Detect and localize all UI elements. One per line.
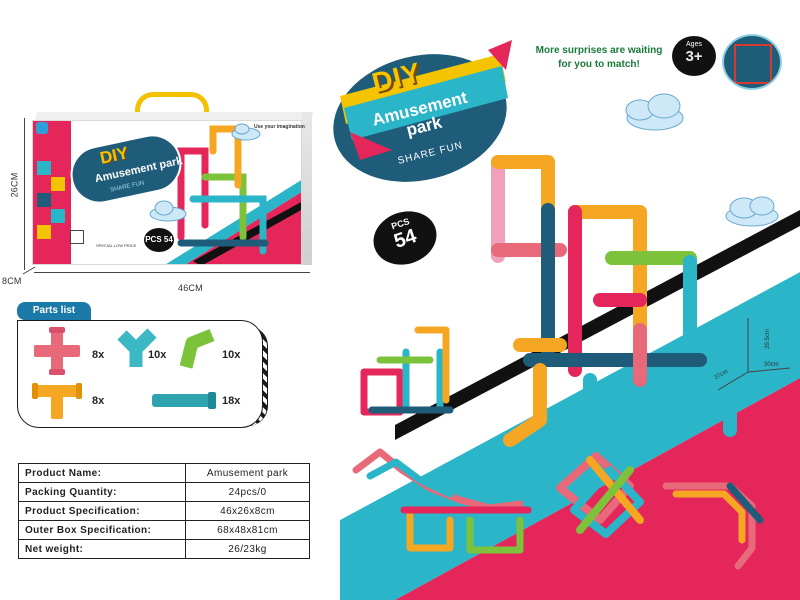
spec-label: Outer Box Specification:: [18, 520, 186, 540]
elbow-green-qty: 10x: [222, 349, 241, 361]
castle-icon: [734, 44, 772, 84]
spec-label: Packing Quantity:: [18, 482, 186, 502]
elbow-green-icon: [179, 328, 215, 369]
table-row: Product Name: Amusement park: [18, 463, 310, 483]
ages-badge: Ages 3+: [672, 36, 716, 76]
box-pcs-badge: PCS 54: [144, 228, 174, 252]
table-row: Outer Box Specification: 68x48x81cm: [18, 520, 310, 540]
straight-pipe-qty: 18x: [222, 395, 241, 407]
table-row: Packing Quantity: 24pcs/0: [18, 482, 310, 502]
box-height-label: 26CM: [9, 172, 20, 198]
cross-connector-qty: 8x: [92, 349, 105, 361]
ages-label: Ages: [686, 41, 702, 48]
tee-connector-icon: [32, 383, 82, 419]
spec-label: Net weight:: [18, 539, 186, 559]
box-parts-icon: [70, 230, 84, 244]
table-row: Product Specification: 46x26x8cm: [18, 501, 310, 521]
elbow-blue-icon: [117, 328, 157, 367]
width-dimension-line: [34, 272, 310, 273]
height-dimension-line: [24, 118, 25, 270]
cross-connector-icon: [34, 327, 80, 375]
spec-label: Product Name:: [18, 463, 186, 483]
spec-value: Amusement park: [185, 463, 310, 483]
box-width-label: 46CM: [178, 283, 203, 293]
parts-list-panel: 8x 10x 10x 8x 18x: [17, 320, 263, 428]
tee-connector-qty: 8x: [92, 395, 105, 407]
box-artwork: [33, 121, 301, 264]
ages-value: 3+: [685, 48, 703, 65]
straight-pipe-icon: [152, 392, 216, 409]
spec-value: 46x26x8cm: [185, 501, 310, 521]
spec-table: Product Name: Amusement park Packing Qua…: [18, 463, 310, 559]
elbow-blue-qty: 10x: [148, 349, 167, 361]
box-handle: [135, 92, 209, 118]
box-side-face: [302, 112, 312, 265]
product-box: DIY Amusement park SHARE FUN PCS 54 Use …: [32, 92, 314, 267]
box-caption: Use your imagination: [254, 124, 305, 130]
brand-logo-icon: [36, 122, 48, 134]
spec-value: 68x48x81cm: [185, 520, 310, 540]
spec-label: Product Specification:: [18, 501, 186, 521]
spec-value: 24pcs/0: [185, 482, 310, 502]
surprise-text: More surprises are waiting for you to ma…: [535, 45, 663, 70]
measure-width: 30cm: [764, 362, 779, 368]
spec-value: 26/23kg: [185, 539, 310, 559]
box-caption-secondary: SPECIAL LOW PRICE: [96, 243, 137, 248]
playground-thumbnail-icon: [722, 34, 782, 90]
table-row: Net weight: 26/23kg: [18, 539, 310, 559]
box-depth-label: 8CM: [2, 276, 22, 286]
parts-icons: [32, 327, 216, 419]
measure-height: 39.5cm: [764, 329, 771, 349]
parts-list-title: Parts list: [17, 302, 91, 320]
